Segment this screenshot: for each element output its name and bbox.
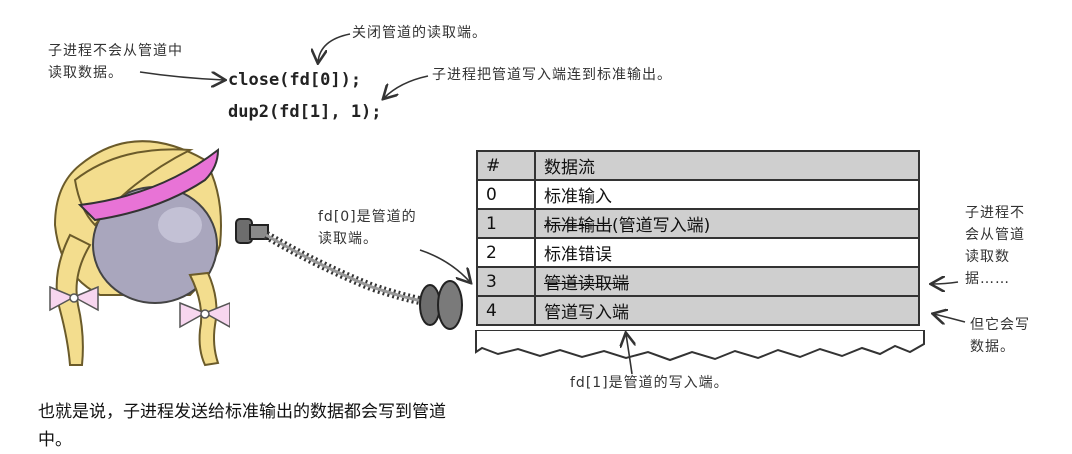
note-child-no-read: 子进程不会从管道中 读取数据。 xyxy=(48,43,183,81)
note-connect-write-end: 子进程把管道写入端连到标准输出。 xyxy=(432,67,672,83)
fd-number: 0 xyxy=(476,179,536,210)
arrow-right-to-row3 xyxy=(932,282,959,284)
torn-paper-edge xyxy=(475,330,925,362)
column-header-stream: 数据流 xyxy=(534,150,920,181)
fd-number: 1 xyxy=(476,208,536,239)
code-dup2-line: dup2(fd[1], 1); xyxy=(228,102,382,122)
arrow-right-to-row4 xyxy=(934,314,966,322)
note-fd1-write-end: fd[1]是管道的写入端。 xyxy=(570,375,729,391)
table-row: 1 标准输出(管道写入端) xyxy=(476,208,920,239)
note-fd0-read-end: fd[0]是管道的 读取端。 xyxy=(318,209,417,247)
note-child-no-read-right: 子进程不 会从管道 读取数 据…… xyxy=(965,205,1025,287)
right-bow xyxy=(179,301,230,329)
note-close-read-end: 关闭管道的读取端。 xyxy=(352,25,487,41)
struck-out-text: 管道读取端 xyxy=(544,274,629,294)
code-close-line: close(fd[0]); xyxy=(228,70,362,90)
table-row: 0 标准输入 xyxy=(476,179,920,210)
struck-out-text: 标准输出 xyxy=(544,216,612,236)
arrow-close-read xyxy=(318,33,351,62)
caption-text: 也就是说，子进程发送给标准输出的数据都会写到管道 中。 xyxy=(38,402,446,450)
note-but-writes: 但它会写 数据。 xyxy=(970,317,1030,355)
fd-stream: 管道写入端 xyxy=(534,295,920,326)
fd-stream: 标准输入 xyxy=(534,179,920,210)
arrow-connect-write xyxy=(384,75,429,98)
table-row: 4 管道写入端 xyxy=(476,295,920,326)
fd-stream: 标准输出(管道写入端) xyxy=(534,208,920,239)
fd-stream: 管道读取端 xyxy=(534,266,920,297)
fd-stream: 标准错误 xyxy=(534,237,920,268)
table-row: 3 管道读取端 xyxy=(476,266,920,297)
file-descriptor-table: # 数据流 0 标准输入 1 标准输出(管道写入端) 2 标准错误 3 管道读取… xyxy=(476,150,920,326)
table-header-row: # 数据流 xyxy=(476,150,920,181)
column-header-number: # xyxy=(476,150,536,181)
table-row: 2 标准错误 xyxy=(476,237,920,268)
fd-number: 4 xyxy=(476,295,536,326)
child-process-head-illustration xyxy=(49,140,230,367)
fd-number: 2 xyxy=(476,237,536,268)
left-bow xyxy=(49,285,99,312)
read-end-plug-illustration xyxy=(235,218,463,330)
fd-number: 3 xyxy=(476,266,536,297)
